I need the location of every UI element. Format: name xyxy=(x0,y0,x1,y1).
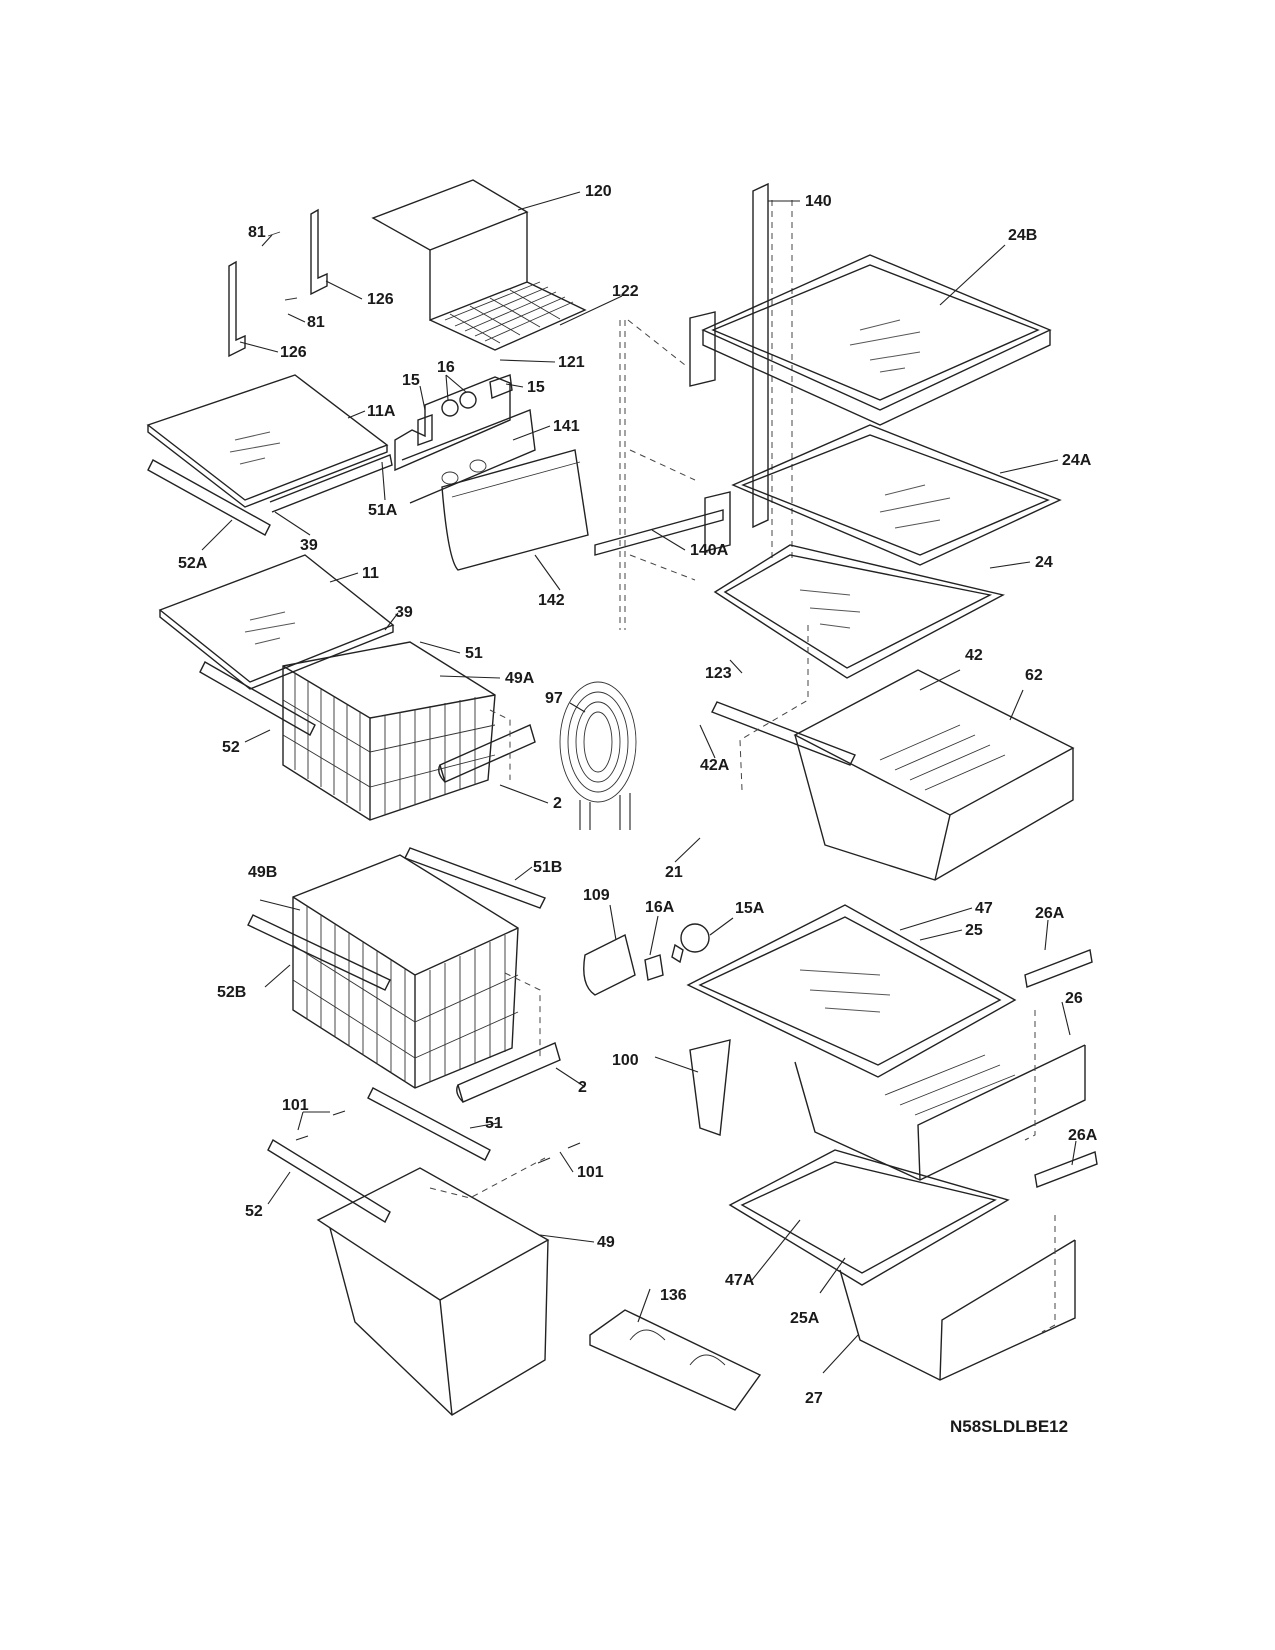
callout-16a: 16A xyxy=(645,899,675,916)
part-122-rail xyxy=(619,320,626,630)
alignment-guides xyxy=(429,319,1056,1333)
callout-25: 25 xyxy=(965,922,983,939)
callout-15-right: 15 xyxy=(527,379,545,396)
callout-100: 100 xyxy=(612,1052,639,1069)
part-51b-rail xyxy=(404,847,546,909)
part-2-strip-b xyxy=(456,1042,561,1103)
part-62-crisper xyxy=(711,669,1075,881)
callout-25a: 25A xyxy=(790,1310,820,1327)
callout-81-top: 81 xyxy=(248,224,266,241)
callout-24a: 24A xyxy=(1062,452,1092,469)
callout-2-bottom: 2 xyxy=(578,1079,587,1096)
part-51-rail xyxy=(367,1087,491,1161)
callout-2-top: 2 xyxy=(553,795,562,812)
callout-49: 49 xyxy=(597,1234,615,1251)
callout-24: 24 xyxy=(1035,554,1053,571)
callout-51a: 51A xyxy=(368,502,398,519)
callout-16: 16 xyxy=(437,359,455,376)
part-140a-bar xyxy=(594,491,731,556)
part-24a-shelf xyxy=(731,424,1062,566)
part-24-shelf xyxy=(713,544,1005,679)
leader-lines xyxy=(201,191,1077,1374)
part-49-bin xyxy=(316,1167,550,1416)
callout-140: 140 xyxy=(805,193,832,210)
callout-51-bottom: 51 xyxy=(485,1115,503,1132)
part-16a-socket xyxy=(644,954,664,981)
diagram-code: N58SLDLBE12 xyxy=(950,1417,1068,1436)
callout-62: 62 xyxy=(1025,667,1043,684)
callout-101-left: 101 xyxy=(282,1097,309,1114)
callout-136: 136 xyxy=(660,1287,687,1304)
callout-47: 47 xyxy=(975,900,993,917)
callout-52b: 52B xyxy=(217,984,246,1001)
callout-142: 142 xyxy=(538,592,565,609)
part-27-drawer xyxy=(839,1239,1076,1381)
part-52-rail xyxy=(267,1139,391,1223)
callout-47a: 47A xyxy=(725,1272,755,1289)
part-11-shelf xyxy=(158,554,395,690)
callout-26a-top: 26A xyxy=(1035,905,1065,922)
callout-26: 26 xyxy=(1065,990,1083,1007)
callout-11a: 11A xyxy=(367,403,396,420)
callout-121: 121 xyxy=(558,354,585,371)
part-2-strip-a xyxy=(438,724,536,783)
callout-97: 97 xyxy=(545,690,563,707)
callout-126-right: 126 xyxy=(367,291,394,308)
callout-52-bottom: 52 xyxy=(245,1203,263,1220)
callout-126-left: 126 xyxy=(280,344,307,361)
callout-101-right: 101 xyxy=(577,1164,604,1181)
callout-26a-bottom: 26A xyxy=(1068,1127,1098,1144)
callout-120: 120 xyxy=(585,183,612,200)
callout-141: 141 xyxy=(553,418,580,435)
part-49a-basket xyxy=(199,641,496,821)
callout-27: 27 xyxy=(805,1390,823,1407)
part-49b-basket xyxy=(247,854,519,1089)
part-26a-bracket-b xyxy=(1034,1151,1098,1188)
part-24b-shelf xyxy=(689,254,1052,426)
callout-11: 11 xyxy=(362,565,379,582)
callout-24b: 24B xyxy=(1008,227,1037,244)
callout-109: 109 xyxy=(583,887,610,904)
callout-51-top: 51 xyxy=(465,645,483,662)
part-15a-bulb xyxy=(671,923,710,964)
part-100-panel xyxy=(689,1039,731,1136)
part-47a-glass-cover xyxy=(728,1149,1010,1286)
callout-39-bottom: 39 xyxy=(395,604,413,621)
callout-52a: 52A xyxy=(178,555,208,572)
callout-21: 21 xyxy=(665,864,683,881)
callout-49a: 49A xyxy=(505,670,535,687)
part-97-coil xyxy=(559,681,637,830)
part-109-light-cover xyxy=(583,933,636,996)
part-11a-shelf xyxy=(146,374,393,536)
callout-42a: 42A xyxy=(700,757,730,774)
callout-15a: 15A xyxy=(735,900,765,917)
part-101-screws xyxy=(295,1110,581,1164)
callout-51b: 51B xyxy=(533,859,562,876)
callout-39-top: 39 xyxy=(300,537,318,554)
callout-123: 123 xyxy=(705,665,732,682)
part-120-shelf xyxy=(371,179,587,351)
part-140-rail xyxy=(752,182,793,560)
callout-140a: 140A xyxy=(690,542,729,559)
callout-49b: 49B xyxy=(248,864,277,881)
part-136-holder xyxy=(589,1309,762,1411)
part-47-glass-cover xyxy=(686,904,1017,1078)
part-26a-bracket-a xyxy=(1024,949,1093,988)
part-142-cover xyxy=(441,449,589,571)
part-141-bracket xyxy=(394,374,536,504)
callout-42: 42 xyxy=(965,647,983,664)
part-126-brackets xyxy=(228,208,328,358)
callout-122: 122 xyxy=(612,283,639,300)
part-26-drawer xyxy=(794,1044,1086,1181)
callout-15-left: 15 xyxy=(402,372,420,389)
callout-52-top: 52 xyxy=(222,739,240,756)
callout-81-bottom: 81 xyxy=(307,314,325,331)
